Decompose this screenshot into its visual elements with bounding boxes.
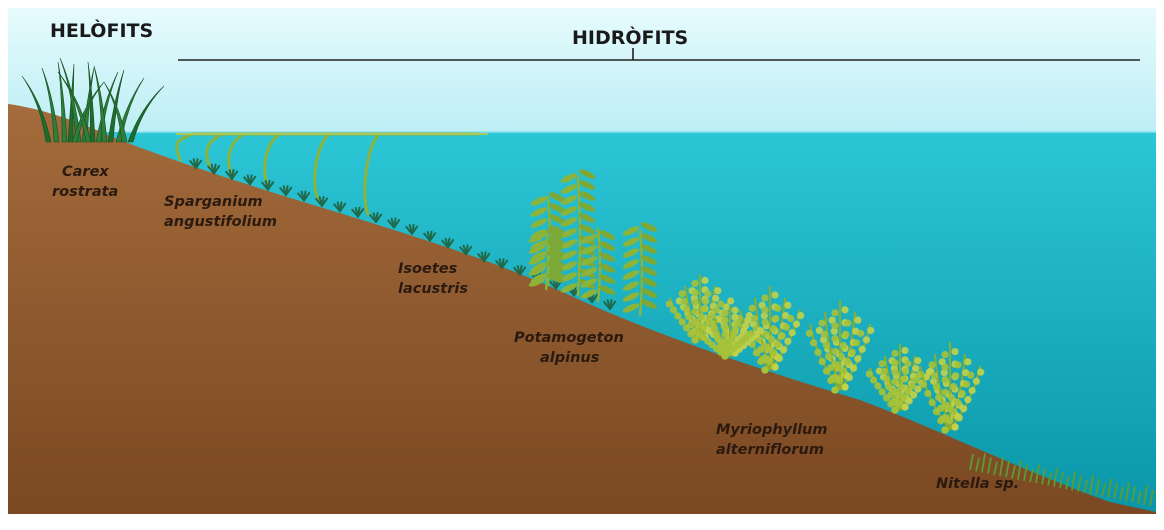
helofits-heading: HELÒFITS: [50, 18, 153, 42]
label-nitella-sp: Nitella sp.: [936, 476, 1019, 492]
hidrofits-heading: HIDRÒFITS: [572, 25, 688, 49]
